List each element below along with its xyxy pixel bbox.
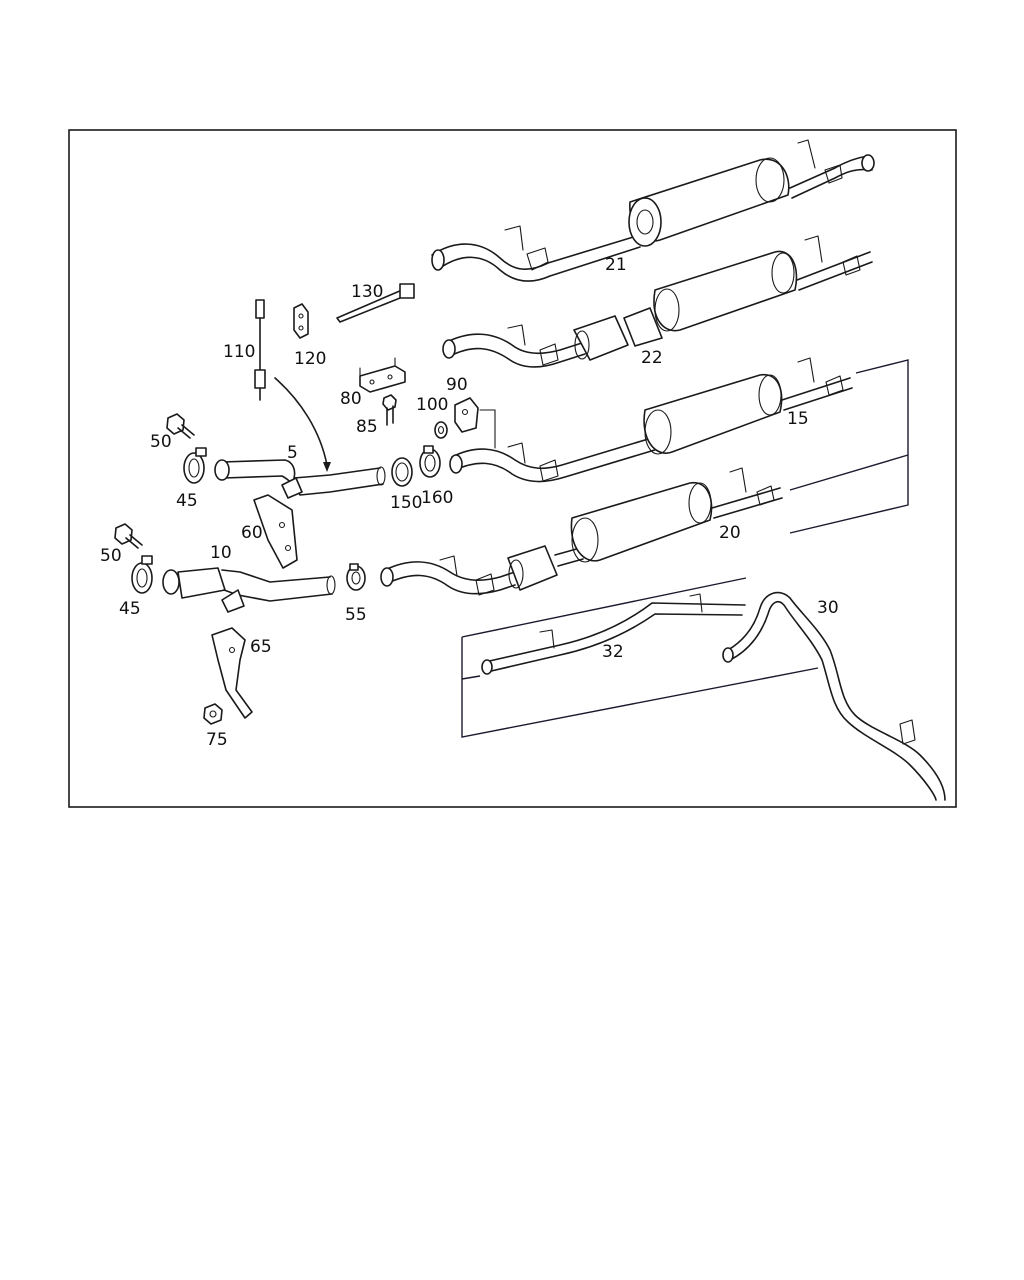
label-part-15: 15	[787, 409, 809, 429]
part-110-oxygen-sensor	[254, 299, 266, 401]
part-32-tail-pipe	[481, 593, 746, 675]
part-55-clamp	[346, 563, 366, 591]
part-150-seal-ring	[391, 457, 413, 487]
label-part-60: 60	[241, 523, 263, 543]
group-outline-upper	[789, 359, 909, 534]
label-part-5: 5	[287, 443, 298, 463]
label-part-130: 130	[351, 282, 383, 302]
part-90-rubber-mount	[454, 397, 479, 433]
label-part-45: 45	[176, 491, 198, 511]
label-part-85: 85	[356, 417, 378, 437]
part-22-silencer-with-catalyst	[442, 235, 873, 368]
part-15-silencer	[449, 357, 853, 483]
part-85-bolt	[382, 394, 397, 426]
part-30-tail-pipe	[722, 591, 946, 801]
part-100-washer	[434, 421, 448, 439]
part-65-bracket	[211, 627, 253, 719]
part-60-bracket	[253, 494, 298, 569]
part-45-clamp-lower	[131, 555, 153, 594]
part-120-clip	[293, 303, 309, 339]
part-10-front-pipe-with-catalyst	[162, 567, 336, 613]
label-part-10: 10	[210, 543, 232, 563]
label-part-100: 100	[416, 395, 448, 415]
part-21-rear-silencer-assembly	[431, 139, 875, 282]
part-50-bolt-upper	[166, 413, 195, 439]
label-part-50: 50	[100, 546, 122, 566]
label-part-160: 160	[421, 488, 453, 508]
part-45-clamp-upper	[183, 447, 207, 484]
arrow-sensor-to-pipe	[274, 377, 331, 472]
label-part-80: 80	[340, 389, 362, 409]
part-5-front-pipe	[214, 459, 386, 499]
part-20-silencer-with-catalyst	[380, 467, 783, 596]
label-part-150: 150	[390, 493, 422, 513]
part-75-nut	[203, 703, 223, 725]
part-80-bracket	[359, 357, 406, 393]
label-part-110: 110	[223, 342, 255, 362]
label-part-90: 90	[446, 375, 468, 395]
label-part-75: 75	[206, 730, 228, 750]
label-part-55: 55	[345, 605, 367, 625]
part-160-clamp	[419, 445, 441, 478]
label-part-30: 30	[817, 598, 839, 618]
label-part-45: 45	[119, 599, 141, 619]
label-part-21: 21	[605, 255, 627, 275]
label-part-20: 20	[719, 523, 741, 543]
part-50-bolt-lower	[114, 523, 143, 549]
label-part-50: 50	[150, 432, 172, 452]
label-part-120: 120	[294, 349, 326, 369]
label-part-22: 22	[641, 348, 663, 368]
label-part-65: 65	[250, 637, 272, 657]
part-130-cable-tie	[336, 283, 415, 323]
group-outline-lower	[461, 577, 819, 738]
label-part-32: 32	[602, 642, 624, 662]
